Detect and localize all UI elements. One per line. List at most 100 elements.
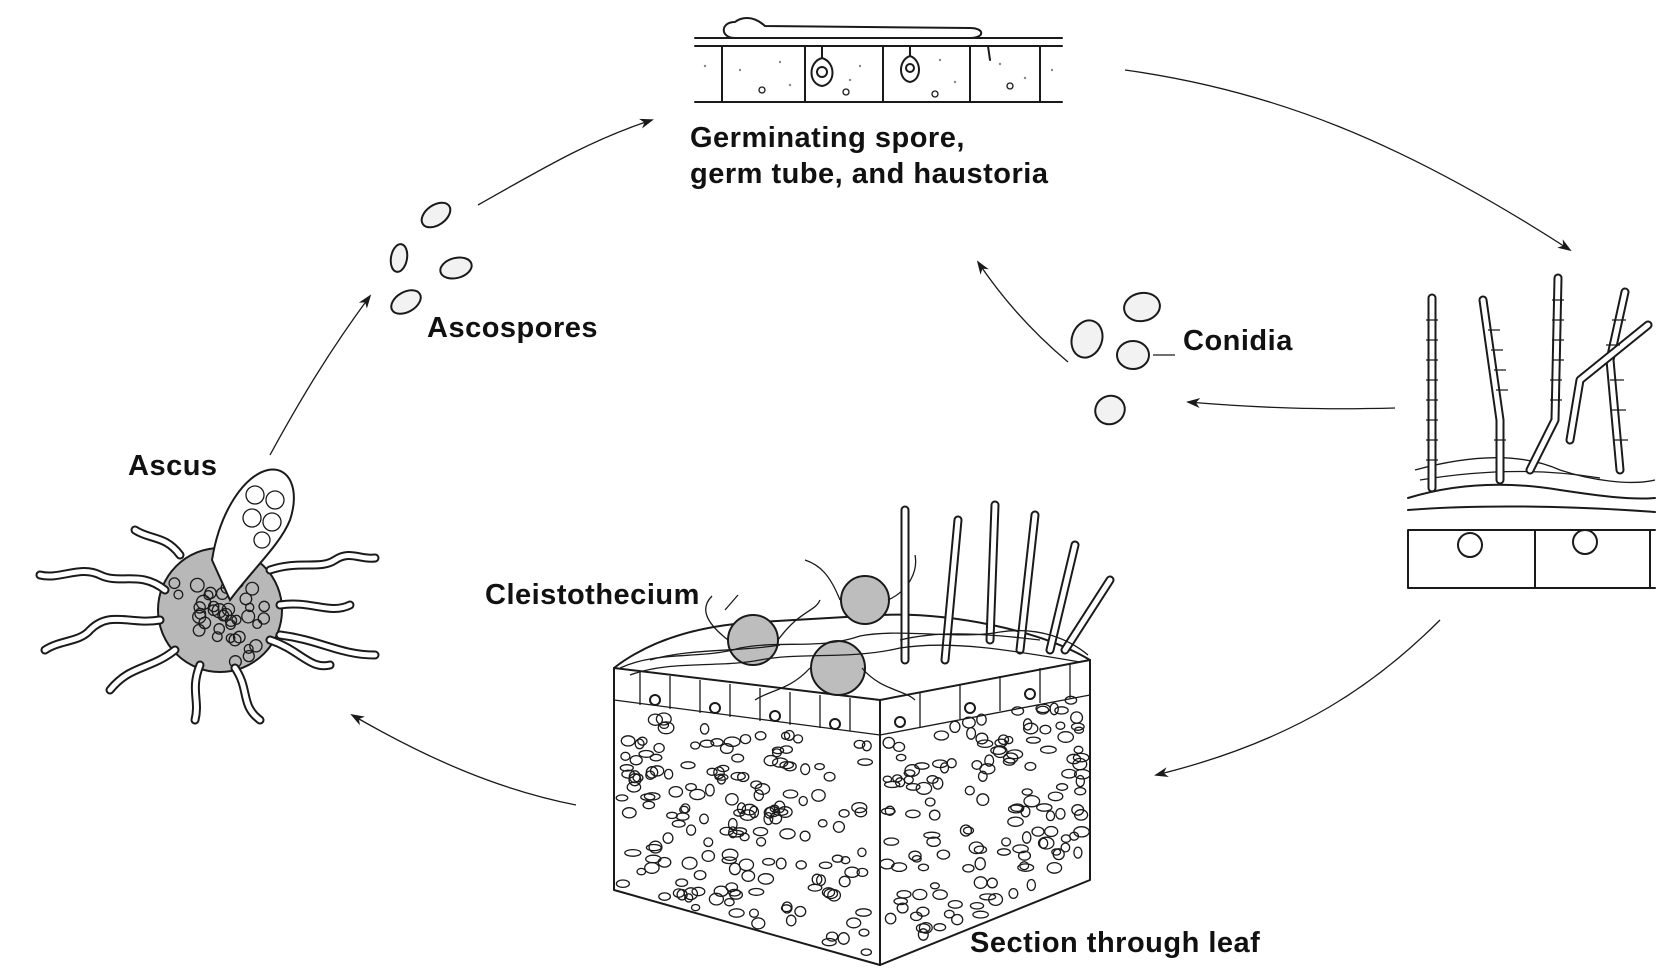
mesophyll-cell bbox=[931, 883, 940, 889]
arrow-conidia-to-germination bbox=[978, 262, 1068, 362]
mesophyll-cell bbox=[704, 838, 713, 847]
mesophyll-cell bbox=[667, 812, 678, 818]
mesophyll-cell bbox=[1009, 889, 1018, 899]
mesophyll-cell bbox=[702, 851, 714, 862]
mesophyll-cell bbox=[1074, 847, 1082, 858]
mesophyll-cell bbox=[692, 905, 700, 911]
arrow-ascus-to-ascospores bbox=[270, 296, 370, 455]
mesophyll-cell bbox=[960, 825, 971, 836]
mesophyll-cell bbox=[630, 756, 642, 765]
mesophyll-cell bbox=[973, 911, 988, 918]
mesophyll-cell bbox=[1025, 763, 1036, 771]
mesophyll-cell bbox=[1057, 784, 1068, 791]
mesophyll-cell bbox=[1027, 880, 1035, 891]
mesophyll-cell bbox=[883, 737, 894, 748]
mesophyll-cell bbox=[904, 776, 913, 784]
mesophyll-cell bbox=[663, 833, 673, 843]
mesophyll-cell bbox=[1022, 789, 1032, 795]
cleistothecia-on-leaf bbox=[706, 555, 916, 700]
mesophyll-cell bbox=[755, 732, 766, 740]
mesophyll-cell bbox=[1020, 862, 1029, 870]
mesophyll-cell bbox=[861, 949, 871, 955]
mesophyll-cell bbox=[659, 893, 671, 900]
arrow-germination-to-conidiophores bbox=[1125, 70, 1570, 250]
leaf-section-illustration bbox=[614, 505, 1110, 965]
mesophyll-cell bbox=[858, 759, 873, 765]
mesophyll-cell bbox=[952, 915, 963, 925]
mesophyll-cell bbox=[732, 754, 744, 762]
mesophyll-cell bbox=[1041, 746, 1057, 753]
mesophyll-cell bbox=[654, 744, 664, 753]
mesophyll-cell bbox=[934, 731, 948, 740]
mesophyll-cell bbox=[916, 924, 930, 933]
mesophyll-cell bbox=[919, 864, 929, 871]
mesophyll-cell bbox=[1032, 827, 1044, 836]
conidia-label: Conidia bbox=[1183, 323, 1293, 359]
mesophyll-cell bbox=[858, 848, 866, 856]
germinating-label-line1: Germinating spore, bbox=[690, 120, 1048, 156]
mesophyll-cell bbox=[1037, 804, 1052, 811]
mesophyll-cell bbox=[862, 741, 871, 751]
mesophyll-cell bbox=[1056, 809, 1065, 820]
mesophyll-cell bbox=[808, 884, 822, 891]
mesophyll-cell bbox=[1076, 776, 1084, 787]
mesophyll-cell bbox=[799, 797, 807, 806]
ascospores-label: Ascospores bbox=[427, 310, 598, 346]
mesophyll-cell bbox=[884, 838, 899, 845]
mesophyll-cell bbox=[783, 790, 797, 798]
mesophyll-cell bbox=[859, 929, 869, 936]
mesophyll-cell bbox=[616, 795, 628, 801]
mesophyll-cell bbox=[801, 764, 810, 775]
mesophyll-cell bbox=[934, 924, 946, 931]
mesophyll-cell bbox=[682, 857, 697, 869]
mesophyll-cell bbox=[1075, 788, 1086, 795]
mesophyll-cell bbox=[638, 737, 647, 745]
mesophyll-cell bbox=[812, 790, 825, 802]
leader-cleistothecium bbox=[725, 595, 738, 610]
mesophyll-cell bbox=[676, 813, 689, 820]
mesophyll-cell bbox=[700, 814, 709, 824]
mesophyll-cell bbox=[833, 822, 844, 833]
mesophyll-cell bbox=[795, 907, 806, 917]
mesophyll-cell bbox=[742, 871, 755, 882]
mesophyll-cell bbox=[1024, 796, 1040, 807]
conidiophores-illustration bbox=[1408, 278, 1655, 588]
mesophyll-cell bbox=[616, 880, 629, 887]
mesophyll-cell bbox=[1061, 843, 1070, 852]
mesophyll-cell bbox=[684, 888, 697, 900]
mesophyll-cell bbox=[690, 789, 705, 799]
mesophyll-cell bbox=[780, 829, 795, 839]
mesophyll-cell bbox=[672, 820, 685, 827]
mesophyll-cell bbox=[753, 828, 767, 836]
mesophyll-cell bbox=[706, 784, 715, 796]
mesophyll-cell bbox=[847, 918, 861, 928]
mesophyll-cell bbox=[1073, 753, 1088, 761]
mesophyll-cell bbox=[758, 874, 773, 884]
mesophyll-cell bbox=[1071, 712, 1083, 723]
mesophyll-cell bbox=[977, 794, 989, 806]
mesophyll-cell bbox=[906, 810, 920, 818]
mesophyll-cell bbox=[639, 751, 653, 758]
mesophyll-cell bbox=[794, 735, 803, 743]
mesophyll-cell bbox=[1040, 838, 1048, 848]
mesophyll-cell bbox=[763, 859, 775, 866]
mesophyll-cell bbox=[1058, 732, 1073, 743]
section-through-leaf-label: Section through leaf bbox=[970, 925, 1260, 961]
mesophyll-cell bbox=[729, 909, 744, 917]
mesophyll-cell bbox=[885, 913, 895, 924]
germinating-spore-illustration bbox=[695, 18, 1062, 102]
mesophyll-cell bbox=[796, 861, 806, 869]
mesophyll-cell bbox=[1027, 737, 1041, 743]
mesophyll-cell bbox=[669, 787, 682, 797]
mesophyll-cell bbox=[1056, 722, 1065, 729]
mesophyll-cell bbox=[681, 762, 695, 769]
mesophyll-cell bbox=[658, 858, 671, 868]
mesophyll-cell bbox=[897, 891, 911, 898]
mesophyll-cell bbox=[1046, 811, 1054, 821]
mesophyll-cell bbox=[707, 768, 717, 775]
ascus-illustration bbox=[40, 470, 375, 720]
mesophyll-cell bbox=[998, 849, 1011, 855]
mesophyll-cell bbox=[937, 850, 949, 859]
mesophyll-cell bbox=[787, 915, 796, 926]
mesophyll-cell bbox=[1045, 827, 1058, 837]
